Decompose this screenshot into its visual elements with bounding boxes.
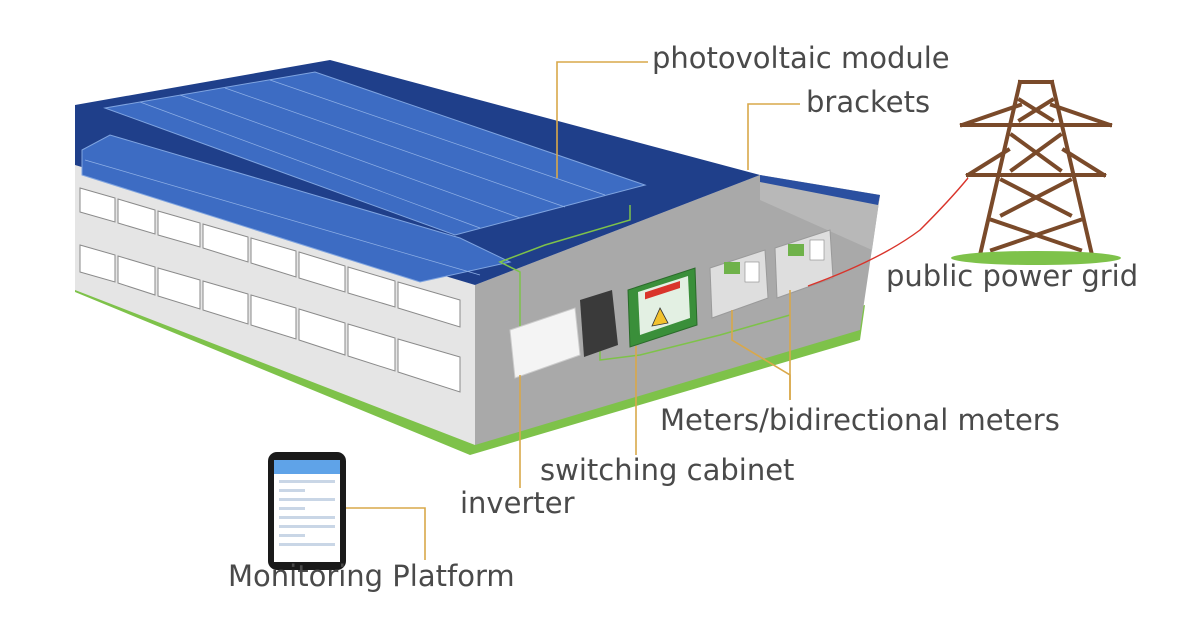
app-row <box>279 543 335 546</box>
app-header-bar <box>274 460 340 474</box>
roof-edge <box>760 175 880 205</box>
window-row-lower <box>79 244 461 393</box>
app-row <box>279 498 335 501</box>
panel-grid <box>84 79 606 276</box>
app-row <box>279 480 335 483</box>
tower-ground <box>951 251 1121 265</box>
inverter-unit[interactable] <box>509 307 581 379</box>
label-inverter: inverter <box>460 486 575 520</box>
phone-app-screen <box>274 460 340 562</box>
app-row <box>279 525 335 528</box>
app-row <box>279 507 306 510</box>
grid-cable <box>807 177 969 287</box>
label-monitoring-platform: Monitoring Platform <box>228 559 515 593</box>
leader-lines <box>345 61 800 560</box>
app-row <box>279 516 335 519</box>
meter-box-2[interactable] <box>774 229 834 299</box>
app-row <box>279 534 306 537</box>
label-brackets: brackets <box>806 85 931 119</box>
dc-cabling <box>498 205 791 361</box>
transmission-tower-icon <box>959 79 1113 258</box>
solar-panel-strip-1 <box>103 71 647 236</box>
label-meters: Meters/bidirectional meters <box>660 403 1060 437</box>
solar-panel-strip-2 <box>81 134 512 283</box>
label-switching-cabinet: switching cabinet <box>540 453 795 487</box>
app-row <box>279 489 306 492</box>
warning-icon <box>651 307 669 327</box>
window-row-upper <box>79 187 461 328</box>
label-public-power-grid: public power grid <box>886 259 1139 293</box>
meter-box-1[interactable] <box>709 249 769 319</box>
inverter-side-unit <box>580 290 618 357</box>
cabinet-label-strip <box>645 281 680 300</box>
label-photovoltaic-module: photovoltaic module <box>652 41 950 75</box>
